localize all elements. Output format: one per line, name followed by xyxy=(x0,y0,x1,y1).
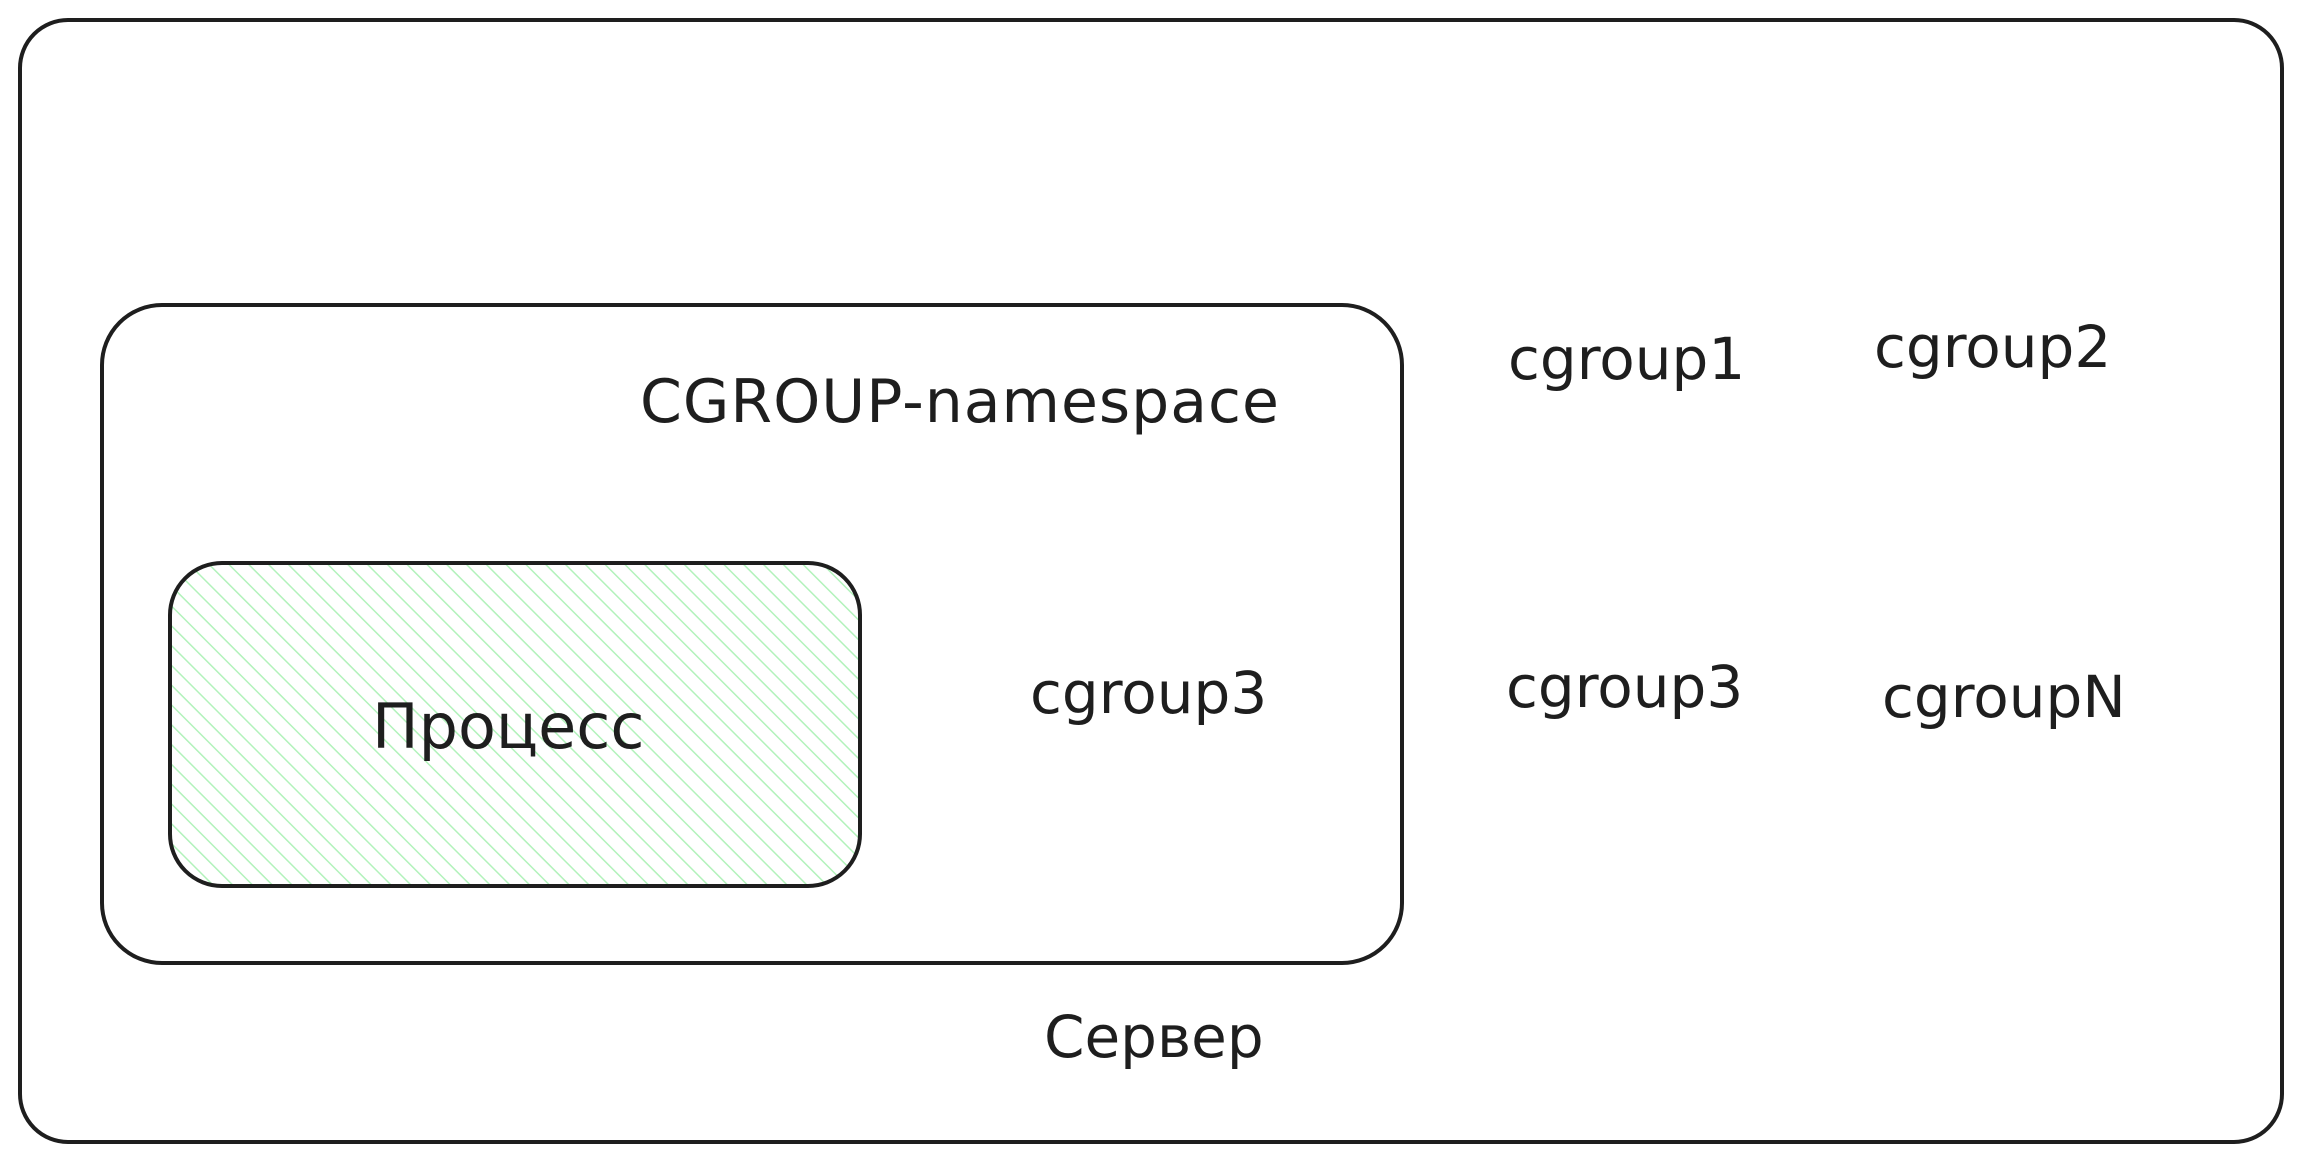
namespace-box xyxy=(100,303,1404,965)
server-label: Сервер xyxy=(1044,1003,1264,1071)
server-box xyxy=(18,18,2284,1144)
process-label: Процесс xyxy=(372,690,645,763)
inner-cgroup-label: cgroup3 xyxy=(1030,659,1268,727)
process-box xyxy=(168,561,862,888)
cgroup-label: cgroup3 xyxy=(1506,653,1744,721)
cgroup-label: cgroup2 xyxy=(1874,313,2112,381)
cgroup-label: cgroupN xyxy=(1882,663,2126,731)
namespace-label: CGROUP-namespace xyxy=(640,367,1280,437)
cgroup-label: cgroup1 xyxy=(1508,325,1746,393)
